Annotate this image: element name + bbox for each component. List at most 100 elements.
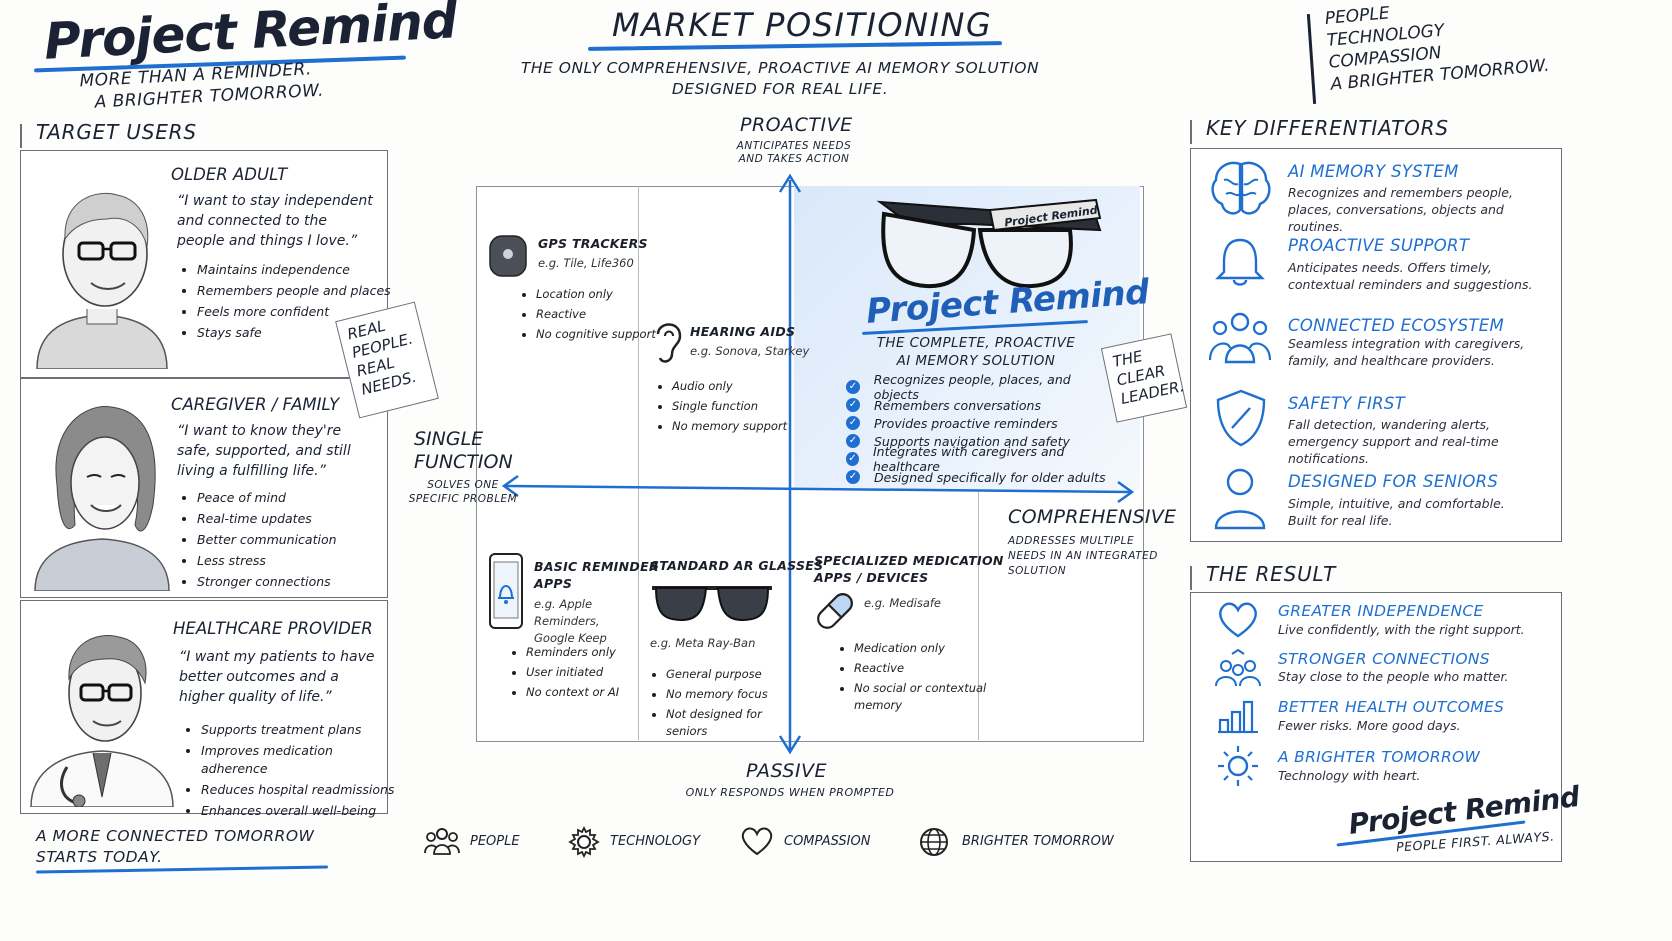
heading-rule xyxy=(1190,566,1192,590)
result-desc: Live confidently, with the right support… xyxy=(1278,622,1525,637)
pill-icon xyxy=(817,593,853,629)
diff-desc: Recognizes and remembers people, places,… xyxy=(1288,185,1513,234)
check-icon: ✓ xyxy=(846,398,860,412)
leader-checklist: ✓Recognizes people, places, and objects … xyxy=(846,372,1116,486)
diff-title: DESIGNED FOR SENIORS xyxy=(1288,472,1499,491)
gps-bullets: Location only Reactive No cognitive supp… xyxy=(520,286,656,346)
result-desc: Stay close to the people who matter. xyxy=(1278,669,1509,684)
left-footer: A MORE CONNECTED TOMORROW STARTS TODAY. xyxy=(36,827,315,866)
phone-bell-icon xyxy=(489,553,523,629)
brain-icon xyxy=(1211,161,1271,215)
people-icon xyxy=(1208,312,1272,364)
axis-sub-top: ANTICIPATES NEEDS AND TAKES ACTION xyxy=(736,140,852,165)
sun-icon xyxy=(1218,746,1258,786)
brand-logo: Project Remind xyxy=(43,0,458,71)
diff-title: PROACTIVE SUPPORT xyxy=(1288,236,1470,255)
result-desc: Fewer risks. More good days. xyxy=(1278,718,1461,733)
user-quote: “I want to stay independent and connecte… xyxy=(177,193,373,249)
footer-label: PEOPLE xyxy=(470,834,520,849)
check-row: ✓Supports navigation and safety xyxy=(846,432,1116,450)
result-desc: Technology with heart. xyxy=(1278,768,1421,783)
grid-line xyxy=(638,186,639,740)
user-card-healthcare: HEALTHCARE PROVIDER “I want my patients … xyxy=(20,600,394,818)
globe-icon xyxy=(920,828,948,856)
user-bullets: Supports treatment plans Improves medica… xyxy=(185,721,401,823)
heart-icon xyxy=(1219,602,1257,638)
user-title: OLDER ADULT xyxy=(171,165,288,184)
diff-desc: Simple, intuitive, and comfortable. Buil… xyxy=(1288,496,1505,528)
diff-title: SAFETY FIRST xyxy=(1288,394,1406,413)
check-icon: ✓ xyxy=(846,434,860,448)
page-subtitle: THE ONLY COMPREHENSIVE, PROACTIVE AI MEM… xyxy=(520,59,1040,98)
user-bullets: Maintains independence Remembers people … xyxy=(181,261,397,345)
axis-sub-right: ADDRESSES MULTIPLE NEEDS IN AN INTEGRATE… xyxy=(1008,535,1158,577)
bar-chart-icon xyxy=(1218,700,1258,734)
connections-icon xyxy=(1215,648,1261,687)
diff-title: AI MEMORY SYSTEM xyxy=(1288,162,1459,181)
result-title: STRONGER CONNECTIONS xyxy=(1278,650,1490,668)
ar-bullets: General purpose No memory focus Not desi… xyxy=(650,666,806,743)
user-quote: “I want to know they're safe, supported,… xyxy=(177,423,351,479)
hearing-bullets: Audio only Single function No memory sup… xyxy=(656,378,802,438)
gps-eg: e.g. Tile, Life360 xyxy=(538,256,634,270)
ar-eg: e.g. Meta Ray-Ban xyxy=(650,636,756,650)
page-title: MARKET POSITIONING xyxy=(612,6,993,44)
check-icon: ✓ xyxy=(846,470,860,484)
diff-desc: Fall detection, wandering alerts, emerge… xyxy=(1288,417,1499,466)
footer-label: BRIGHTER TOMORROW xyxy=(962,834,1114,849)
ear-icon xyxy=(656,323,682,363)
target-users-heading: TARGET USERS xyxy=(36,120,197,144)
result-title: BETTER HEALTH OUTCOMES xyxy=(1278,698,1505,716)
gps-tracker-icon xyxy=(489,235,527,277)
sunglasses-icon xyxy=(652,586,772,622)
axis-sub-bottom: ONLY RESPONDS WHEN PROMPTED xyxy=(685,786,895,799)
result-title: GREATER INDEPENDENCE xyxy=(1278,602,1484,620)
heading-rule xyxy=(1190,120,1192,144)
gps-title: GPS TRACKERS xyxy=(538,236,648,251)
differentiators-heading: KEY DIFFERENTIATORS xyxy=(1206,116,1449,140)
reminder-title: BASIC REMINDER APPS xyxy=(534,559,659,591)
matrix-axes xyxy=(501,173,1135,755)
axis-sub-left: SOLVES ONE SPECIFIC PROBLEM xyxy=(408,479,518,505)
footer-label: TECHNOLOGY xyxy=(610,834,701,849)
bell-icon xyxy=(1215,238,1265,286)
med-bullets: Medication only Reactive No social or co… xyxy=(838,640,994,717)
user-card-older-adult: OLDER ADULT “I want to stay independent … xyxy=(20,150,391,378)
check-icon: ✓ xyxy=(846,416,860,430)
ar-title: STANDARD AR GLASSES xyxy=(650,558,824,573)
diff-desc: Anticipates needs. Offers timely, contex… xyxy=(1288,260,1533,292)
check-icon: ✓ xyxy=(846,380,860,394)
user-bullets: Peace of mind Real-time updates Better c… xyxy=(181,489,397,594)
check-row: ✓Designed specifically for older adults xyxy=(846,468,1116,486)
person-icon xyxy=(1214,468,1266,530)
values-divider xyxy=(1306,14,1317,104)
axis-label-bottom: PASSIVE xyxy=(746,760,828,782)
check-row: ✓Integrates with caregivers and healthca… xyxy=(846,444,1116,474)
result-heading: THE RESULT xyxy=(1206,562,1337,586)
result-title: A BRIGHTER TOMORROW xyxy=(1278,748,1481,766)
shield-icon xyxy=(1216,389,1266,447)
check-row: ✓Provides proactive reminders xyxy=(846,414,1116,432)
med-title: SPECIALIZED MEDICATION APPS / DEVICES xyxy=(814,553,1004,585)
user-card-caregiver: CAREGIVER / FAMILY “I want to know they'… xyxy=(20,378,388,598)
footer-label: COMPASSION xyxy=(784,834,871,849)
hearing-eg: e.g. Sonova, Starkey xyxy=(690,344,810,358)
leader-subtitle: THE COMPLETE, PROACTIVE AI MEMORY SOLUTI… xyxy=(876,335,1076,369)
diff-title: CONNECTED ECOSYSTEM xyxy=(1288,316,1504,335)
check-icon: ✓ xyxy=(846,452,859,466)
axis-label-top: PROACTIVE xyxy=(740,114,853,136)
user-title: HEALTHCARE PROVIDER xyxy=(173,619,373,638)
reminder-bullets: Reminders only User initiated No context… xyxy=(510,644,656,704)
diff-desc: Seamless integration with caregivers, fa… xyxy=(1288,336,1525,368)
axis-label-left: SINGLE FUNCTION xyxy=(414,428,513,473)
grid-line xyxy=(978,490,979,740)
heart-icon xyxy=(741,827,773,856)
caregiver-portrait xyxy=(34,406,170,591)
axis-label-right: COMPREHENSIVE xyxy=(1008,506,1177,528)
people-icon xyxy=(424,828,460,855)
clear-leader-note: THE CLEAR LEADER. xyxy=(1100,333,1188,423)
user-quote: “I want my patients to have better outco… xyxy=(179,649,375,705)
heading-rule xyxy=(20,124,22,148)
hearing-title: HEARING AIDS xyxy=(690,324,796,339)
reminder-eg: e.g. Apple Reminders, Google Keep xyxy=(534,597,607,645)
